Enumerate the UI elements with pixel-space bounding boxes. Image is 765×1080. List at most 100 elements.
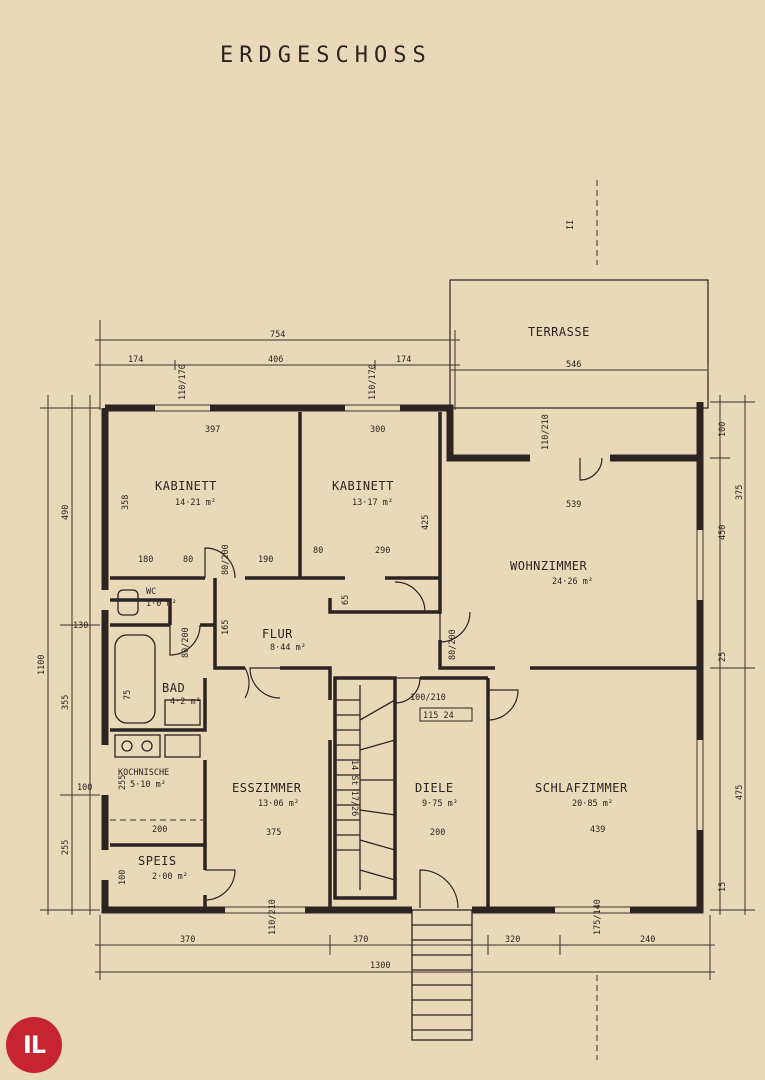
window-label-4: 110/210 [268, 899, 278, 935]
dim-kab1-seg-3: 190 [258, 555, 273, 565]
bottom-dimension-chain [95, 915, 715, 980]
door-schlaf [487, 689, 519, 721]
dim-kochnische-depth: 255 [118, 775, 128, 790]
dim-top-seg-1: 174 [128, 355, 143, 365]
door-terrace [579, 457, 603, 481]
dim-right-lower: 475 [735, 785, 745, 800]
dim-schlaf-width: 439 [590, 825, 605, 835]
plan-title: ERDGESCHOSS [220, 43, 432, 68]
dim-top-seg-2: 406 [268, 355, 283, 365]
room-area-schlafzimmer: 20·85 m² [572, 799, 613, 809]
room-name-wc: WC [146, 587, 156, 597]
dim-kab2-seg-2: 290 [375, 546, 390, 556]
door-entrance [419, 869, 459, 909]
dim-bottom-seg-2: 370 [353, 935, 368, 945]
dim-left-small-1: 130 [73, 621, 88, 631]
room-name-kabinett-2: KABINETT [332, 479, 394, 493]
room-area-kabinett-1: 14·21 m² [175, 498, 216, 508]
dim-left-upper: 490 [61, 505, 71, 520]
terrace-outline [449, 279, 709, 409]
room-area-kabinett-2: 13·17 m² [352, 498, 393, 508]
room-name-wohnzimmer: WOHNZIMMER [510, 559, 588, 573]
dim-left-mid: 355 [61, 695, 71, 710]
stove-burner-1 [121, 740, 133, 752]
room-name-terrasse: TERRASSE [528, 325, 590, 339]
room-name-flur: FLUR [262, 627, 293, 641]
door-label-kab1: 80/200 [221, 544, 231, 575]
dim-misc-165: 165 [221, 620, 231, 635]
dim-kab1-depth: 358 [121, 495, 131, 510]
room-area-wc: 1·0 m² [146, 599, 177, 609]
room-area-kochnische: 5·10 m² [130, 780, 166, 790]
room-name-bad: BAD [162, 681, 185, 695]
wc-toilet [117, 589, 139, 616]
window-gap-kochnische [99, 745, 111, 795]
dim-esszimmer-width: 375 [266, 828, 281, 838]
door-label-flur: 80/200 [181, 627, 191, 658]
wall-flur-east [438, 640, 495, 670]
door-kab2 [394, 581, 426, 613]
room-area-bad: 4·2 m² [170, 697, 201, 707]
section-mark: II [566, 220, 576, 230]
dim-misc-bad: 75 [123, 690, 133, 700]
door-ess [249, 667, 281, 699]
dim-top-total: 754 [270, 330, 285, 340]
dim-left-lower: 255 [61, 840, 71, 855]
dim-wohn-width: 539 [566, 500, 581, 510]
door-speis [204, 869, 236, 901]
window-label-1: 110/170 [178, 364, 188, 400]
logo-badge: IL [6, 1017, 62, 1073]
dim-left-outer: 1100 [37, 655, 47, 675]
dim-height-label: 115 24 [423, 711, 454, 721]
left-dimension-chain [40, 395, 100, 915]
wall-speis [110, 843, 207, 910]
washbasin [164, 699, 201, 726]
wall-wc [110, 598, 172, 625]
room-name-kochnische: KOCHNISCHE [118, 768, 169, 778]
dim-stair-label: 14 St 17/26 [349, 760, 359, 816]
height-label-box [419, 707, 473, 722]
outer-wall-perimeter [101, 402, 704, 914]
window-gap-ess-south [225, 904, 305, 916]
window-gap-wohn-east [694, 530, 706, 600]
dim-kab2-seg-1: 80 [313, 546, 323, 556]
wall-flur-south [280, 666, 332, 700]
room-area-diele: 9·75 m² [422, 799, 458, 809]
dim-kab1-seg-2: 80 [183, 555, 193, 565]
entrance-stairs [411, 909, 473, 1041]
dim-kab1-width: 397 [205, 425, 220, 435]
dim-top-seg-3: 174 [396, 355, 411, 365]
window-label-3: 110/210 [541, 414, 551, 450]
dim-bottom-total: 1300 [370, 961, 390, 971]
window-gap-speis [99, 850, 111, 880]
room-area-speis: 2·00 m² [152, 872, 188, 882]
dim-bottom-seg-4: 240 [640, 935, 655, 945]
dim-misc-65: 65 [341, 595, 351, 605]
dim-right-small-2: 450 [718, 525, 728, 540]
sink [164, 734, 201, 758]
door-kab1 [204, 547, 236, 579]
dim-terrace-width: 546 [566, 360, 581, 370]
door-bad [215, 667, 250, 699]
dim-bottom-seg-1: 370 [180, 935, 195, 945]
room-area-esszimmer: 13·06 m² [258, 799, 299, 809]
door-stair [394, 677, 421, 704]
dim-diele-width: 200 [430, 828, 445, 838]
door-wohn [439, 611, 471, 643]
dim-kab1-seg-1: 180 [138, 555, 153, 565]
room-area-wohnzimmer: 24·26 m² [552, 577, 593, 587]
dim-left-small-2: 100 [77, 783, 92, 793]
window-gap-wc [99, 590, 111, 610]
room-name-schlafzimmer: SCHLAFZIMMER [535, 781, 628, 795]
room-name-diele: DIELE [415, 781, 454, 795]
window-label-2: 110/170 [368, 364, 378, 400]
stove-burner-2 [141, 740, 153, 752]
stair-enclosure [333, 676, 397, 900]
window-gap-schlaf-east [694, 740, 706, 830]
room-name-esszimmer: ESSZIMMER [232, 781, 302, 795]
wall-bad-south [110, 678, 207, 732]
window-label-5: 175/140 [593, 899, 603, 935]
door-label-stair: 100/210 [410, 693, 446, 703]
